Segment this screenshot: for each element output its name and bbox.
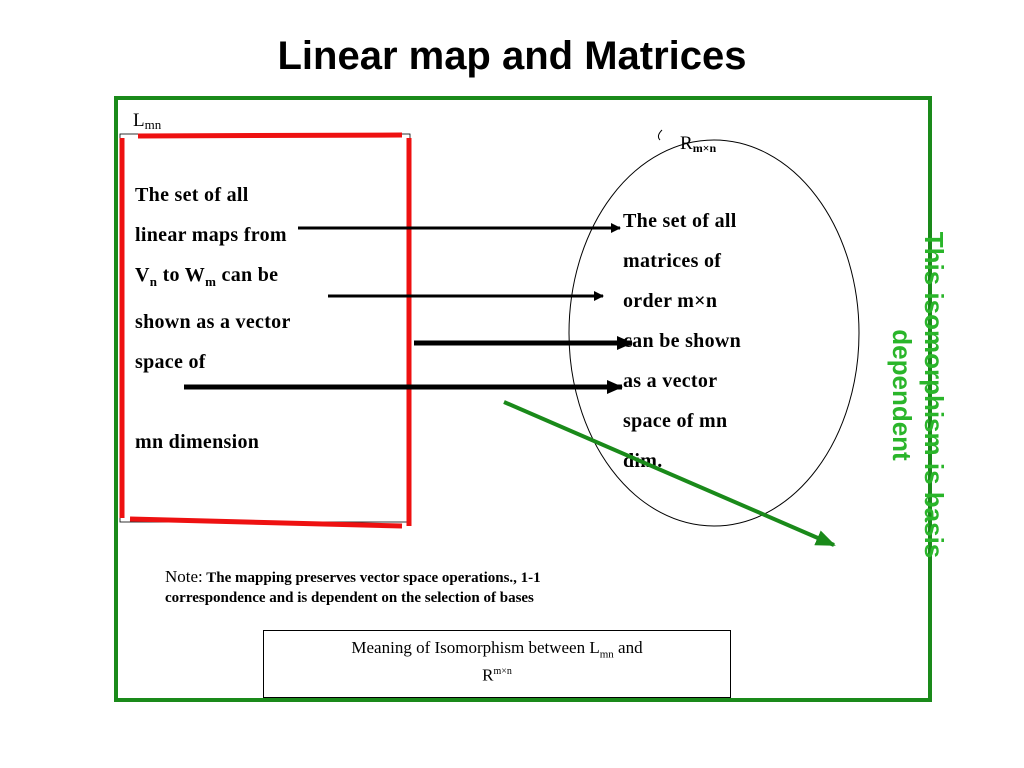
left-line: The set of all — [135, 184, 249, 206]
right-line: order m×n — [623, 290, 718, 312]
note-text: Note: The mapping preserves vector space… — [165, 567, 541, 606]
left-line: shown as a vector — [135, 311, 291, 333]
red-box-bottom — [129, 516, 403, 529]
right-line: space of mn — [623, 410, 728, 432]
right-line: as a vector — [623, 370, 718, 392]
left-box-text: The set of all linear maps from Vn to Wm… — [135, 175, 291, 462]
meaning-box: Meaning of Isomorphism between Lmn and R… — [263, 630, 731, 698]
lmn-label: Lmn — [133, 110, 162, 132]
slide-title: Linear map and Matrices — [277, 34, 747, 78]
left-line: space of — [135, 351, 206, 373]
left-line: mn dimension — [135, 431, 260, 453]
left-line: linear maps from — [135, 224, 287, 246]
right-line: The set of all — [623, 210, 737, 232]
right-line: matrices of — [623, 250, 722, 272]
right-ellipse-text: The set of all matrices of order m×n can… — [623, 201, 741, 481]
left-line: Vn to Wm can be — [135, 264, 279, 289]
red-box-top — [137, 132, 403, 139]
content-frame — [114, 96, 932, 702]
side-note: This isomorphism is basis dependent — [887, 231, 949, 559]
green-arrow — [503, 400, 836, 547]
r-ellipse — [568, 139, 860, 527]
right-line: can be shown — [623, 330, 742, 352]
ellipse-tick — [657, 129, 663, 141]
red-box-outline — [119, 133, 411, 523]
